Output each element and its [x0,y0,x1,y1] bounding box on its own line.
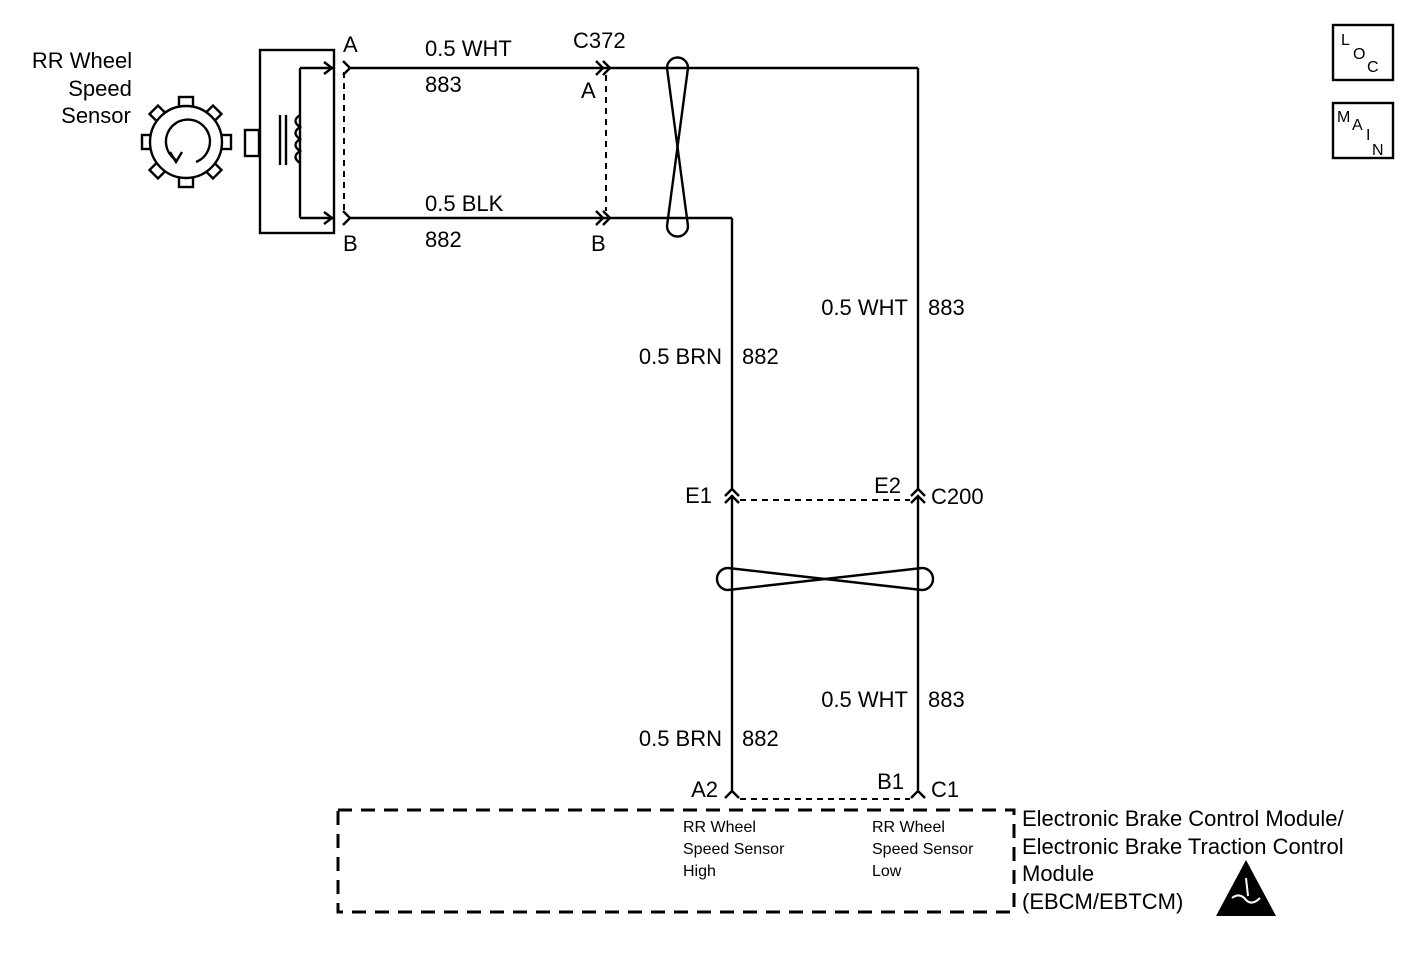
module-pin-c1: C1 [931,777,959,802]
ebcm-module-box [336,808,1016,914]
loc-letter-c: C [1367,59,1379,76]
high-input-line2: Speed Sensor [683,841,785,858]
c200-pin-e1: E1 [685,483,712,508]
module-title-line3: Module [1022,861,1094,886]
main-letter-n: N [1372,142,1384,159]
main-letter-a: A [1352,117,1363,134]
main-button[interactable] [1331,101,1395,160]
brn-upper-color: 0.5 BRN [639,344,722,369]
sensor-label-line2: Speed [68,76,132,101]
c372-pin-a: A [581,78,596,103]
high-input-line3: High [683,863,716,880]
sensor-body [258,48,336,235]
brn-lower-circuit: 882 [742,726,779,751]
low-input-line3: Low [872,863,902,880]
twisted-pair-icon [665,56,690,238]
c200-pin-e2: E2 [874,473,901,498]
low-input-line2: Speed Sensor [872,841,974,858]
tone-wheel-icon [140,95,233,189]
coil-icon [294,114,303,164]
sensor-label-line3: Sensor [61,103,131,128]
sensor-terminal-b: B [343,231,358,256]
loc-letter-l: L [1341,32,1350,49]
bottom-wire-color: 0.5 BLK [425,191,504,216]
twisted-pair-horizontal-icon [715,566,935,592]
module-title-line2: Electronic Brake Traction Control [1022,834,1344,859]
module-title-line1: Electronic Brake Control Module/ [1022,806,1344,831]
wht-lower-circuit: 883 [928,687,965,712]
low-input-line1: RR Wheel [872,819,945,836]
loc-letter-o: O [1353,46,1365,63]
esd-warning-icon [1216,860,1276,916]
c372-name: C372 [573,28,626,53]
brn-lower-color: 0.5 BRN [639,726,722,751]
brn-upper-circuit: 882 [742,344,779,369]
bottom-wire-circuit: 882 [425,227,462,252]
c372-pin-b: B [591,231,606,256]
main-letter-m: M [1337,109,1350,126]
module-title-line4: (EBCM/EBTCM) [1022,889,1183,914]
wht-upper-color: 0.5 WHT [821,295,908,320]
sensor-terminal-a: A [343,32,358,57]
high-input-line1: RR Wheel [683,819,756,836]
module-pin-a2: A2 [691,777,718,802]
top-wire-circuit: 883 [425,72,462,97]
wht-lower-color: 0.5 WHT [821,687,908,712]
main-letter-i: I [1366,127,1370,144]
sensor-mount [243,128,261,158]
wht-upper-circuit: 883 [928,295,965,320]
c200-name: C200 [931,484,984,509]
loc-button[interactable] [1331,23,1395,82]
top-wire-color: 0.5 WHT [425,36,512,61]
connector-c372 [595,60,612,226]
module-pin-b1: B1 [877,769,904,794]
sensor-label-line1: RR Wheel [32,48,132,73]
